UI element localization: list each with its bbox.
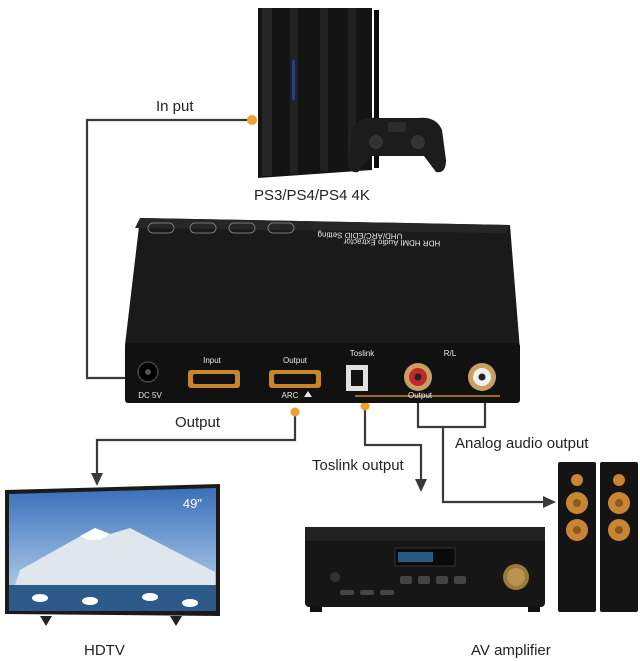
- hdtv: [5, 484, 220, 626]
- tv-size-badge: 49": [183, 496, 202, 511]
- device-title: HDR HDMI Audio Extractor: [343, 237, 440, 248]
- rl-bracket-wire: [416, 398, 487, 429]
- ps4-console: [258, 8, 379, 178]
- device-subtitle: UHD/ARC/EDID Setting: [317, 230, 402, 240]
- toslink-dot: [360, 401, 370, 411]
- controller-icon: [348, 117, 446, 173]
- mountain-shape: [10, 528, 215, 600]
- speaker-right: [600, 462, 638, 612]
- arc-label: ARC: [282, 391, 299, 400]
- toslink-arrow-icon: [415, 479, 427, 492]
- speaker-left: [558, 462, 596, 612]
- audio-output-label: Output: [408, 391, 433, 400]
- audio-extractor-device: [125, 218, 520, 403]
- toslink-wire: [363, 405, 423, 480]
- hdtv-wire: [95, 410, 297, 475]
- port-output-label: Output: [283, 356, 308, 365]
- hdmi-out-dot: [290, 407, 300, 417]
- console-dot: [247, 115, 257, 125]
- input-cable-label: In put: [156, 98, 194, 115]
- button-4: [267, 222, 295, 234]
- button-2: [189, 222, 217, 234]
- hdtv-arrow-icon: [91, 473, 103, 486]
- toslink-output-label: Toslink output: [312, 457, 404, 474]
- console-label: PS3/PS4/PS4 4K: [254, 187, 370, 204]
- analog-wire: [441, 427, 545, 504]
- connection-dots: [247, 115, 370, 417]
- port-input-label: Input: [203, 356, 222, 365]
- analog-output-label: Analog audio output: [455, 435, 589, 452]
- port-toslink-label: Toslink: [350, 349, 375, 358]
- button-3: [228, 222, 256, 234]
- arc-triangle-icon: [304, 391, 312, 397]
- hdtv-label: HDTV: [84, 642, 125, 659]
- hdtv-output-label: Output: [175, 414, 221, 431]
- analog-arrow-icon: [543, 496, 556, 508]
- dc-label: DC 5V: [138, 391, 162, 400]
- port-rl-label: R/L: [444, 349, 457, 358]
- av-amplifier-label: AV amplifier: [471, 642, 551, 659]
- av-amplifier: [305, 527, 545, 612]
- button-1: [147, 222, 175, 234]
